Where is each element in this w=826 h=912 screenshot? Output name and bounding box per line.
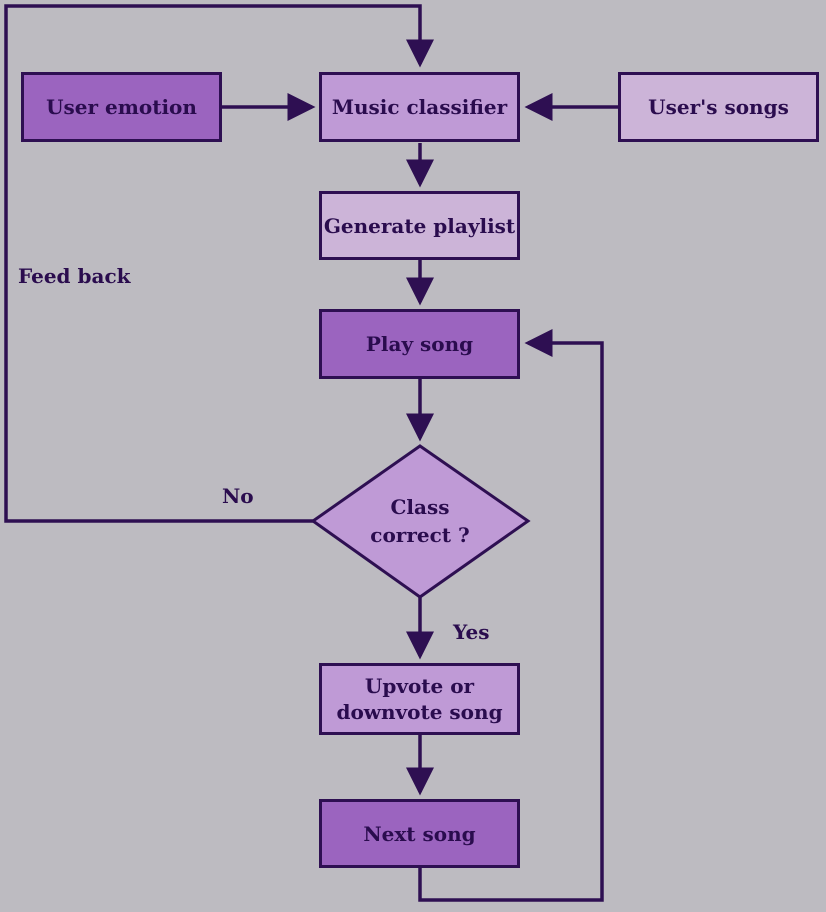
vote-line-2: downvote song xyxy=(336,700,503,724)
next-to-play-loop-arrow xyxy=(418,329,604,902)
decision-diamond xyxy=(310,444,531,599)
feedback-label: Feed back xyxy=(18,264,131,288)
vote-box: Upvote or downvote song xyxy=(319,663,520,735)
feedback-loop-arrow xyxy=(4,4,434,523)
users-songs-label: User's songs xyxy=(648,95,789,119)
decision-line-2: correct ? xyxy=(370,523,470,547)
decision-line-1: Class xyxy=(390,495,450,519)
generate-playlist-box: Generate playlist xyxy=(319,191,520,260)
no-label: No xyxy=(222,484,254,508)
music-classifier-label: Music classifier xyxy=(331,95,508,119)
users-songs-box: User's songs xyxy=(618,72,819,142)
user-emotion-box: User emotion xyxy=(21,72,222,142)
generate-playlist-label: Generate playlist xyxy=(323,213,516,238)
vote-line-1: Upvote or xyxy=(364,674,475,698)
music-classifier-box: Music classifier xyxy=(319,72,520,142)
decision-text: Class correct ? xyxy=(330,490,510,552)
user-emotion-label: User emotion xyxy=(46,95,197,119)
play-song-label: Play song xyxy=(365,332,474,356)
next-song-box: Next song xyxy=(319,799,520,868)
next-song-label: Next song xyxy=(363,821,476,846)
yes-label: Yes xyxy=(453,620,490,644)
play-song-box: Play song xyxy=(319,309,520,379)
